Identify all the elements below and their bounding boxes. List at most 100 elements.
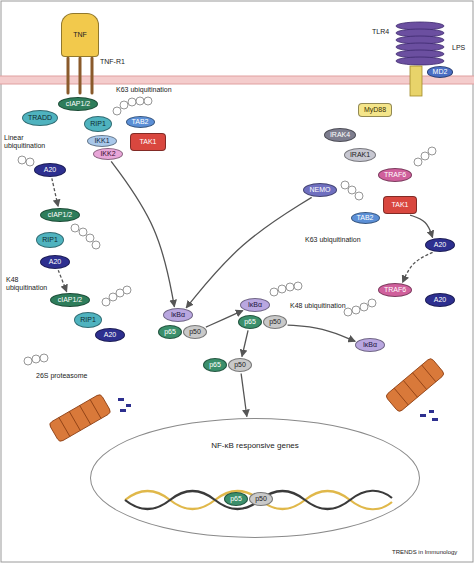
protein-label: cIAP1/2 bbox=[58, 296, 83, 304]
protein-label: IRAK4 bbox=[330, 131, 350, 139]
proteasome bbox=[385, 357, 445, 412]
protein-shape: p65 bbox=[238, 315, 262, 329]
fragment bbox=[429, 410, 434, 413]
ubiquitin bbox=[348, 186, 356, 194]
protein-label: TRAF6 bbox=[384, 171, 406, 179]
fragment bbox=[118, 398, 124, 401]
annotation-label: TRENDS in Immunology bbox=[392, 549, 457, 556]
fragment bbox=[126, 404, 131, 407]
protein-shape: TRAF6 bbox=[378, 283, 412, 297]
ubiquitin bbox=[79, 228, 87, 236]
protein-shape: p65 bbox=[224, 492, 248, 506]
fragment bbox=[120, 409, 126, 412]
dna-strand bbox=[125, 491, 392, 509]
signal-arrow bbox=[58, 270, 66, 291]
protein-shape: cIAP1/2 bbox=[58, 97, 98, 111]
ubiquitin bbox=[344, 308, 352, 316]
signal-arrow bbox=[403, 252, 433, 282]
ubiquitin bbox=[414, 158, 422, 166]
cell-membrane bbox=[0, 76, 474, 84]
membrane-edge bbox=[0, 76, 474, 77]
protein-shape: TAK1 bbox=[383, 196, 417, 214]
protein-shape: p50 bbox=[263, 315, 287, 329]
ubiquitin bbox=[428, 147, 436, 155]
protein-shape: A20 bbox=[95, 328, 125, 342]
ubiquitin bbox=[144, 97, 152, 105]
protein-label: MyD88 bbox=[364, 106, 386, 114]
protein-shape: IRAK1 bbox=[344, 148, 376, 162]
annotation-label: TLR4 bbox=[372, 28, 389, 36]
proteasome-ring bbox=[59, 417, 70, 436]
ubiquitin bbox=[32, 355, 40, 363]
protein-shape: p65 bbox=[158, 325, 182, 339]
protein-label: IκBα bbox=[171, 311, 185, 319]
protein-label: A20 bbox=[434, 296, 446, 304]
protein-label: IκBα bbox=[363, 341, 377, 349]
ubiquitin bbox=[294, 282, 302, 290]
protein-label: A20 bbox=[434, 241, 446, 249]
signal-arrow bbox=[241, 373, 247, 416]
fragment bbox=[432, 418, 438, 421]
proteasome-ring bbox=[394, 388, 408, 405]
protein-shape: IKK2 bbox=[93, 148, 123, 160]
receptor-repeat bbox=[396, 57, 444, 65]
annotation-label: 26S proteasome bbox=[36, 372, 87, 380]
protein-shape: p50 bbox=[228, 358, 252, 372]
protein-shape: A20 bbox=[425, 238, 455, 252]
receptor-chain bbox=[67, 58, 70, 93]
protein-label: TNF bbox=[73, 31, 87, 39]
signal-arrow bbox=[410, 215, 433, 238]
ubiquitin bbox=[102, 298, 110, 306]
proteasome bbox=[49, 393, 112, 442]
signal-arrow bbox=[288, 325, 356, 341]
protein-shape: IκBα bbox=[163, 308, 193, 322]
dna-strand bbox=[125, 491, 392, 509]
annotation-label: K48 ubiquitination bbox=[6, 276, 51, 292]
protein-shape: A20 bbox=[34, 163, 66, 177]
annotation-label: K63 ubiquitination bbox=[116, 86, 172, 94]
annotation-label: K63 ubiquitination bbox=[305, 236, 361, 244]
ubiquitin bbox=[355, 192, 363, 200]
tnf-receptor bbox=[68, 58, 92, 93]
protein-label: p65 bbox=[244, 318, 256, 326]
ubiquitin bbox=[26, 158, 34, 166]
ubiquitin-chain bbox=[18, 97, 436, 365]
protein-shape: TAB2 bbox=[351, 212, 380, 224]
protein-shape: cIAP1/2 bbox=[50, 293, 90, 307]
protein-label: p50 bbox=[189, 328, 201, 336]
membrane-edge bbox=[0, 84, 474, 85]
ubiquitin bbox=[40, 354, 48, 362]
ubiquitin bbox=[128, 98, 136, 106]
receptor-chain bbox=[79, 58, 82, 93]
nucleus: NF-κB responsive genesp65p50 bbox=[90, 418, 420, 538]
protein-shape: A20 bbox=[40, 255, 70, 269]
ubiquitin bbox=[18, 156, 26, 164]
protein-label: IKK2 bbox=[100, 150, 115, 158]
protein-shape: IKK1 bbox=[87, 135, 117, 147]
protein-label: p65 bbox=[164, 328, 176, 336]
annotation-label: K48 ubiquitination bbox=[290, 302, 346, 310]
protein-label: IκBα bbox=[248, 301, 262, 309]
ubiquitin bbox=[123, 286, 131, 294]
ubiquitin bbox=[120, 101, 128, 109]
protein-shape: p50 bbox=[249, 492, 273, 506]
receptor-chain bbox=[91, 58, 94, 93]
protein-shape: TNF bbox=[61, 13, 99, 57]
protein-label: TAK1 bbox=[140, 138, 157, 146]
signal-arrow bbox=[206, 310, 243, 327]
protein-label: p50 bbox=[234, 361, 246, 369]
protein-label: A20 bbox=[44, 166, 56, 174]
protein-label: MD2 bbox=[433, 68, 448, 76]
fragment bbox=[420, 414, 426, 417]
ubiquitin bbox=[113, 107, 121, 115]
signal-arrow bbox=[242, 330, 248, 356]
protein-shape: MyD88 bbox=[358, 103, 392, 117]
ubiquitin bbox=[352, 306, 360, 314]
protein-label: NEMO bbox=[310, 186, 331, 194]
protein-label: TAB2 bbox=[132, 118, 149, 126]
ubiquitin bbox=[421, 152, 429, 160]
annotation-label: Linear ubiquitination bbox=[4, 134, 48, 150]
